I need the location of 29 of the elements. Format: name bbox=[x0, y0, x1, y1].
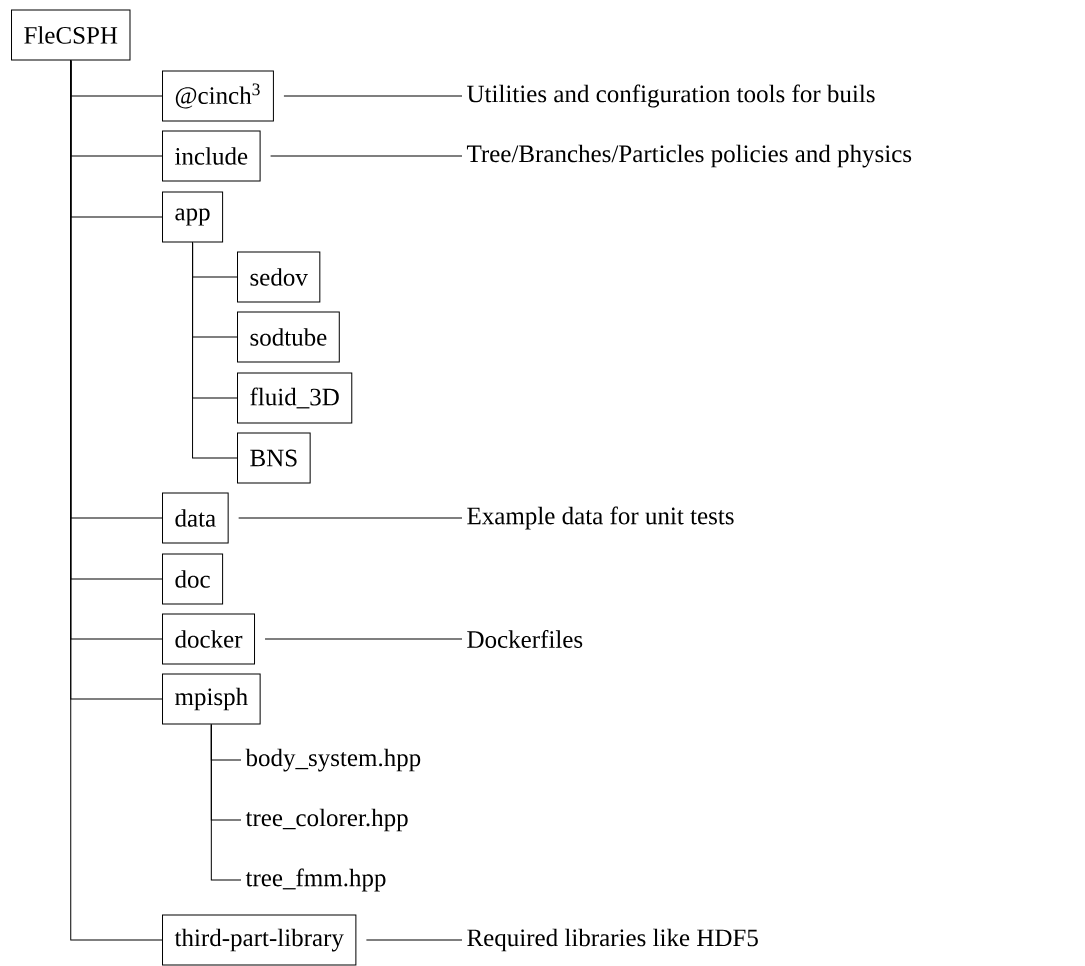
folder-box: fluid_3D bbox=[237, 372, 353, 424]
folder-box: BNS bbox=[237, 432, 311, 484]
folder-box: third-part-library bbox=[162, 914, 357, 966]
file-name-text: tree_colorer.hpp bbox=[245, 808, 408, 832]
description-text: Dockerfiles bbox=[467, 630, 583, 648]
file-name-text: body_system.hpp bbox=[245, 748, 421, 772]
tree-line bbox=[70, 60, 163, 941]
connector-line bbox=[238, 517, 463, 519]
connector-line bbox=[270, 155, 463, 157]
folder-box: FleCSPH bbox=[11, 9, 131, 61]
connector-line bbox=[365, 939, 463, 941]
folder-box: @cinch$^{3}$ bbox=[162, 70, 274, 122]
folder-box: docker bbox=[162, 613, 256, 665]
folder-box: doc bbox=[162, 553, 224, 605]
folder-box: sedov bbox=[237, 251, 321, 303]
file-name-text: tree_fmm.hpp bbox=[245, 868, 386, 892]
folder-box: sodtube bbox=[237, 311, 340, 363]
connector-line bbox=[264, 638, 463, 640]
folder-box: data bbox=[162, 492, 229, 544]
description-text: Example data for unit tests bbox=[467, 506, 734, 530]
folder-box: include bbox=[162, 130, 261, 182]
folder-box: app bbox=[162, 191, 224, 243]
connector-line bbox=[283, 95, 463, 97]
description-text: Required libraries like HDF5 bbox=[467, 928, 758, 952]
tree-line bbox=[210, 724, 242, 881]
description-text: Tree/Branches/Particles policies and physics bbox=[466, 144, 912, 168]
description-text: Utilities and configuration tools for buils bbox=[467, 84, 875, 108]
folder-box: mpisph bbox=[162, 673, 261, 725]
tree-line bbox=[192, 242, 238, 459]
